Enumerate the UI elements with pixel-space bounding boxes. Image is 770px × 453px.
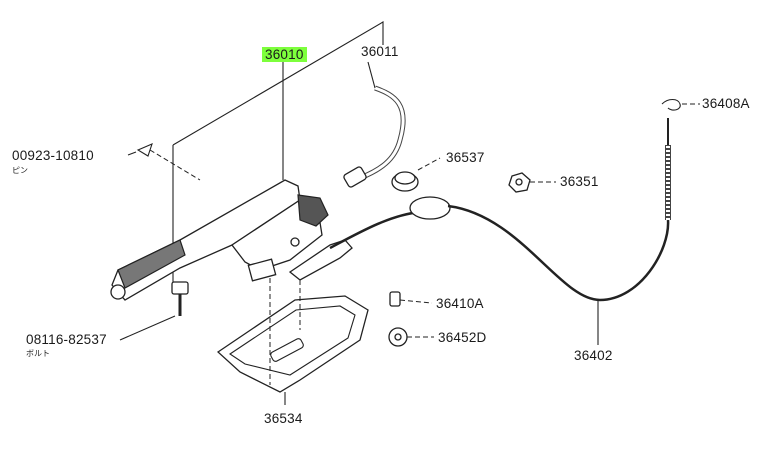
label-00923-10810: 00923-10810 — [12, 148, 94, 163]
cover-part — [216, 295, 369, 405]
label-36537: 36537 — [446, 150, 485, 165]
nut-part — [508, 172, 556, 193]
bolt-part — [119, 281, 189, 341]
bolt-36410a-part — [389, 291, 433, 307]
label-36534: 36534 — [264, 411, 303, 426]
grommet-part — [391, 157, 441, 192]
label-08116-82537: 08116-82537 — [26, 332, 107, 347]
nut-36452d-part — [388, 327, 434, 347]
label-36351: 36351 — [560, 174, 599, 189]
clip-part — [661, 98, 700, 111]
label-36402: 36402 — [574, 348, 613, 363]
label-36010: 36010 — [262, 47, 307, 62]
label-36452d: 36452D — [438, 330, 487, 345]
label-36410a: 36410A — [436, 296, 484, 311]
pin-part — [127, 143, 201, 181]
front-cable — [343, 61, 406, 188]
brake-lever-assembly — [110, 179, 353, 301]
mounting-dash-lines — [269, 278, 301, 385]
label-36408a: 36408A — [702, 96, 750, 111]
label-36011: 36011 — [361, 44, 399, 59]
rear-cable — [329, 118, 671, 345]
label-pin-jp: ピン — [12, 166, 28, 175]
label-bolt-jp: ボルト — [26, 349, 50, 358]
